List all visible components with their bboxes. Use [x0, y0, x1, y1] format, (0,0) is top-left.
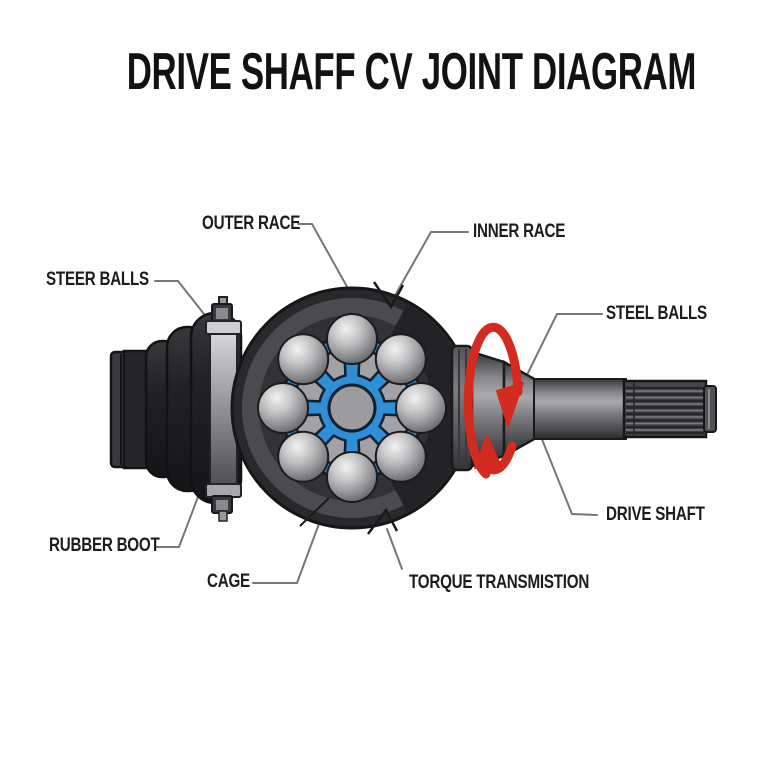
label-rubber-boot: RUBBER BOOT [49, 535, 160, 556]
steel-ball [326, 313, 378, 365]
steel-ball [326, 451, 378, 503]
label-torque-transmission: TORQUE TRANSMISTION [409, 572, 590, 593]
label-inner-race: INNER RACE [473, 221, 566, 242]
steel-ball [395, 382, 447, 434]
rotation-arrowhead-up [474, 435, 501, 469]
steel-ball [374, 430, 427, 483]
steel-ball [257, 382, 309, 434]
splined-end [622, 379, 708, 439]
label-cage: CAGE [207, 571, 250, 592]
leader-inner-race [392, 231, 469, 300]
housing-right-crescent [390, 304, 470, 512]
leader-outer-race [297, 223, 356, 302]
leader-steer-balls [154, 280, 209, 320]
drive-shaft [450, 344, 717, 472]
label-steer-balls: STEER BALLS [46, 269, 149, 290]
clamp-bottom-bolt-pin [218, 510, 228, 522]
steel-balls [257, 313, 447, 503]
steel-ball [277, 430, 330, 483]
leader-torque [386, 528, 403, 570]
label-drive-shaft: DRIVE SHAFT [606, 504, 705, 525]
steel-ball [277, 333, 330, 386]
rotation-arrowhead-down [496, 382, 524, 427]
leader-steel-balls [522, 313, 603, 384]
label-steel-balls: STEEL BALLS [606, 303, 707, 324]
steel-ball [374, 333, 427, 386]
rotation-arrow [463, 322, 524, 479]
boot-clamp [205, 296, 242, 522]
page-title: DRIVE SHAFF CV JOINT DIAGRAM [126, 43, 697, 101]
leader-rubber-boot [156, 480, 205, 548]
leader-drive-shaft [530, 411, 598, 516]
inner-race-hub [327, 383, 377, 433]
label-outer-race: OUTER RACE [202, 213, 301, 234]
shaft-body [533, 378, 627, 440]
